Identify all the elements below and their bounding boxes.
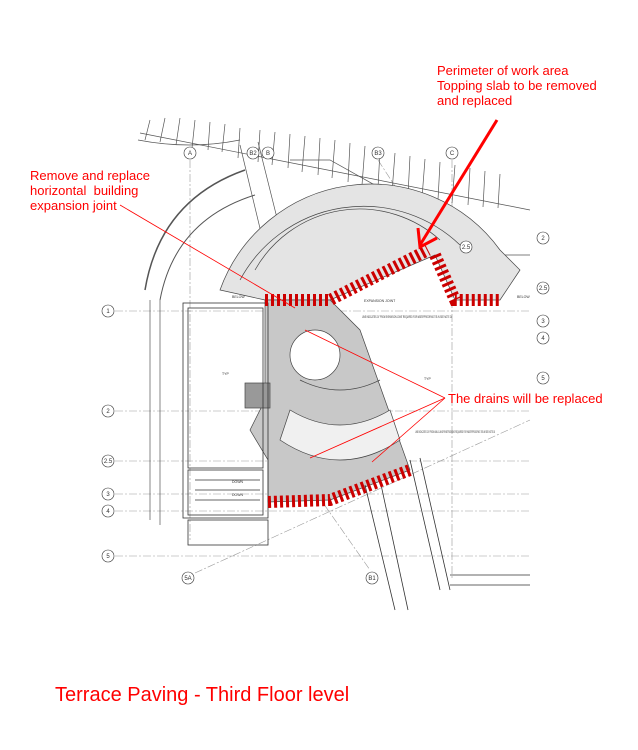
grid-label: B3 xyxy=(374,151,382,157)
grid-label: 2.5 xyxy=(104,459,113,465)
grid-label: 3 xyxy=(106,492,110,498)
grid-label: B1 xyxy=(368,576,376,582)
grid-label: 4 xyxy=(106,509,110,515)
paving-area xyxy=(219,183,521,503)
note-below: BELOW xyxy=(232,295,245,299)
note-line-2: LINE INDICATES 24" FROM WALLS AND PENETR… xyxy=(415,430,495,434)
note-line-1: LINE INDICATES 24" FROM EXPANSION JOINT … xyxy=(362,315,452,319)
grid-label: 2 xyxy=(106,409,110,415)
note-typ: TYP xyxy=(424,377,431,381)
work-perimeter-hatch xyxy=(265,244,500,508)
annotation-line: Perimeter of work area xyxy=(437,63,569,78)
note-down: DOWN xyxy=(232,480,244,484)
grid-label: C xyxy=(450,151,455,157)
grid-label: 2 xyxy=(541,236,545,242)
arrowhead-icon xyxy=(416,227,438,250)
perimeter-arrow xyxy=(418,119,499,246)
drawing-title: Terrace Paving - Third Floor level xyxy=(55,684,350,706)
note-down: DOWN xyxy=(232,493,244,497)
annotation-leaders xyxy=(119,119,499,463)
grid-label: 5A xyxy=(184,576,191,582)
annotation-line: expansion joint xyxy=(30,198,117,213)
grid-label: 1 xyxy=(106,309,110,315)
annotation-line: horizontal building xyxy=(30,183,139,198)
drains-annotation: The drains will be replaced xyxy=(448,391,603,406)
grid-label: 2.5 xyxy=(462,245,471,251)
building-walls xyxy=(182,302,530,611)
grid-label: A xyxy=(188,151,192,157)
annotation-line: Remove and replace xyxy=(30,168,150,183)
note-typ: TYP xyxy=(222,372,229,376)
grid-label: 5 xyxy=(541,376,545,382)
grid-label: 5 xyxy=(106,554,110,560)
grid-bubbles: A B2 B B3 C 2.5 1 2 2.5 3 4 5 2 2.5 3 4 … xyxy=(101,146,550,585)
annotation-line: and replaced xyxy=(437,93,513,108)
grid-label: 4 xyxy=(541,336,545,342)
annotation-line: Topping slab to be removed xyxy=(437,78,597,93)
grid-label: 3 xyxy=(541,319,545,325)
note-below: BELOW xyxy=(517,295,530,299)
expansion-leader xyxy=(119,204,296,309)
grid-label: B xyxy=(266,151,270,157)
grid-label: B2 xyxy=(249,151,257,157)
note-expansion: EXPANSION JOINT xyxy=(364,299,396,303)
grid-label: 2.5 xyxy=(539,286,548,292)
plan-notes: BELOW BELOW EXPANSION JOINT LINE INDICAT… xyxy=(222,295,530,497)
